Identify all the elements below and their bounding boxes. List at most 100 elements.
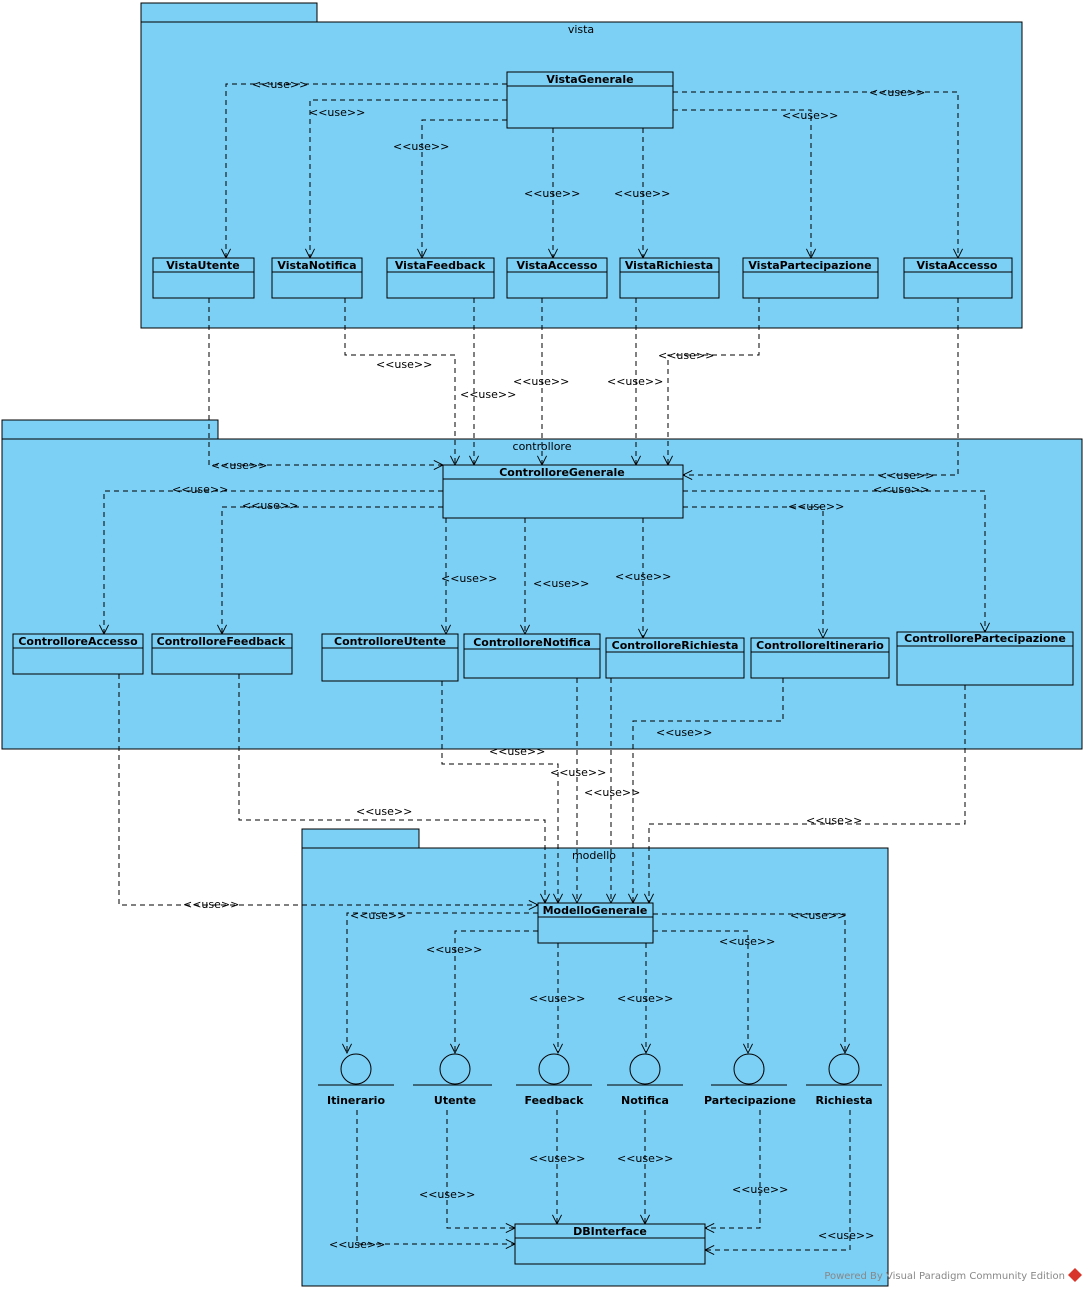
svg-text:<<use>>: <<use>> xyxy=(869,86,925,99)
svg-text:<<use>>: <<use>> xyxy=(350,909,406,922)
class-modello-generale[interactable]: ModelloGenerale xyxy=(537,902,654,944)
class-name: VistaFeedback xyxy=(395,259,486,272)
svg-text:<<use>>: <<use>> xyxy=(524,187,580,200)
svg-text:<<use>>: <<use>> xyxy=(252,78,308,91)
class-name: VistaAccesso xyxy=(517,259,598,272)
class-vista-accesso-1[interactable]: VistaAccesso xyxy=(506,257,608,299)
class-name: VistaPartecipazione xyxy=(748,259,871,272)
svg-text:<<use>>: <<use>> xyxy=(393,140,449,153)
entity-richiesta[interactable]: Richiesta xyxy=(806,1053,882,1107)
class-vista-partecipazione[interactable]: VistaPartecipazione xyxy=(742,257,879,299)
class-name: VistaUtente xyxy=(166,259,240,272)
svg-text:<<use>>: <<use>> xyxy=(489,745,545,758)
svg-text:<<use>>: <<use>> xyxy=(584,786,640,799)
class-name: ControlloreAccesso xyxy=(18,635,138,648)
svg-text:<<use>>: <<use>> xyxy=(818,1229,874,1242)
class-name: ControlloreFeedback xyxy=(157,635,286,648)
visual-paradigm-logo-icon xyxy=(1068,1268,1082,1282)
package-vista-title: vista xyxy=(568,23,594,36)
class-controllore-utente[interactable]: ControlloreUtente xyxy=(321,633,459,682)
class-db-interface[interactable]: DBInterface xyxy=(514,1223,706,1265)
svg-text:<<use>>: <<use>> xyxy=(309,106,365,119)
class-name: ControlloreRichiesta xyxy=(612,639,739,652)
svg-text:<<use>>: <<use>> xyxy=(441,572,497,585)
svg-text:<<use>>: <<use>> xyxy=(732,1183,788,1196)
entity-name: Partecipazione xyxy=(704,1094,796,1107)
svg-text:<<use>>: <<use>> xyxy=(873,483,929,496)
svg-text:<<use>>: <<use>> xyxy=(878,469,934,482)
svg-text:<<use>>: <<use>> xyxy=(617,1152,673,1165)
dependencies-controllore: <<use>> <<use>> <<use>> <<use>> <<use>> … xyxy=(104,483,985,638)
svg-text:<<use>>: <<use>> xyxy=(806,814,862,827)
class-controllore-feedback[interactable]: ControlloreFeedback xyxy=(151,633,293,675)
class-vista-feedback[interactable]: VistaFeedback xyxy=(386,257,495,299)
svg-text:<<use>>: <<use>> xyxy=(614,187,670,200)
svg-text:<<use>>: <<use>> xyxy=(513,375,569,388)
class-vista-richiesta[interactable]: VistaRichiesta xyxy=(619,257,720,299)
svg-text:<<use>>: <<use>> xyxy=(790,909,846,922)
svg-text:<<use>>: <<use>> xyxy=(529,992,585,1005)
svg-text:<<use>>: <<use>> xyxy=(419,1188,475,1201)
svg-text:<<use>>: <<use>> xyxy=(211,459,267,472)
class-controllore-itinerario[interactable]: ControlloreItinerario xyxy=(750,637,890,679)
svg-text:<<use>>: <<use>> xyxy=(719,935,775,948)
footer-watermark: Powered By Visual Paradigm Community Edi… xyxy=(824,1268,1082,1282)
svg-text:<<use>>: <<use>> xyxy=(617,992,673,1005)
class-name: ControllorePartecipazione xyxy=(904,632,1066,645)
svg-text:<<use>>: <<use>> xyxy=(607,375,663,388)
class-vista-generale[interactable]: VistaGenerale xyxy=(506,71,674,129)
svg-text:<<use>>: <<use>> xyxy=(172,483,228,496)
class-vista-accesso-2[interactable]: VistaAccesso xyxy=(903,257,1013,299)
svg-text:<<use>>: <<use>> xyxy=(460,388,516,401)
svg-text:<<use>>: <<use>> xyxy=(376,358,432,371)
package-modello[interactable]: modello xyxy=(301,828,889,1287)
svg-text:<<use>>: <<use>> xyxy=(615,570,671,583)
class-controllore-generale[interactable]: ControlloreGenerale xyxy=(442,464,684,519)
entity-name: Itinerario xyxy=(327,1094,385,1107)
dependencies-vista-controllore: <<use>> <<use>> <<use>> <<use>> <<use>> … xyxy=(208,298,959,482)
entity-feedback[interactable]: Feedback xyxy=(516,1053,592,1107)
entity-itinerario[interactable]: Itinerario xyxy=(318,1053,394,1107)
dependencies-db: <<use>> <<use>> <<use>> <<use>> <<use>> … xyxy=(329,1110,874,1251)
entity-name: Feedback xyxy=(525,1094,585,1107)
class-name: VistaAccesso xyxy=(917,259,998,272)
dependencies-controllore-modello: <<use>> <<use>> <<use>> <<use>> <<use>> … xyxy=(118,674,966,911)
svg-text:<<use>>: <<use>> xyxy=(356,805,412,818)
dependencies-modello: <<use>> <<use>> <<use>> <<use>> <<use>> … xyxy=(347,909,846,1053)
entity-name: Notifica xyxy=(621,1094,669,1107)
entity-partecipazione[interactable]: Partecipazione xyxy=(704,1053,796,1107)
class-name: DBInterface xyxy=(573,1225,647,1238)
class-controllore-partecipazione[interactable]: ControllorePartecipazione xyxy=(896,631,1074,686)
entity-name: Richiesta xyxy=(815,1094,872,1107)
svg-text:<<use>>: <<use>> xyxy=(426,943,482,956)
class-controllore-accesso[interactable]: ControlloreAccesso xyxy=(12,633,144,675)
svg-text:<<use>>: <<use>> xyxy=(529,1152,585,1165)
entity-notifica[interactable]: Notifica xyxy=(607,1053,683,1107)
class-name: VistaNotifica xyxy=(277,259,356,272)
class-controllore-notifica[interactable]: ControlloreNotifica xyxy=(463,633,601,679)
class-vista-utente[interactable]: VistaUtente xyxy=(152,257,255,299)
entity-name: Utente xyxy=(434,1094,476,1107)
class-controllore-richiesta[interactable]: ControlloreRichiesta xyxy=(605,637,745,679)
class-name: ModelloGenerale xyxy=(543,904,648,917)
svg-text:<<use>>: <<use>> xyxy=(782,109,838,122)
class-name: ControlloreUtente xyxy=(334,635,446,648)
class-name: VistaRichiesta xyxy=(625,259,713,272)
dependencies-vista: <<use>> <<use>> <<use>> <<use>> <<use>> … xyxy=(226,78,958,258)
svg-text:<<use>>: <<use>> xyxy=(550,766,606,779)
svg-text:<<use>>: <<use>> xyxy=(533,577,589,590)
class-name: VistaGenerale xyxy=(546,73,633,86)
entity-utente[interactable]: Utente xyxy=(413,1053,492,1107)
svg-text:<<use>>: <<use>> xyxy=(329,1238,385,1251)
class-name: ControlloreItinerario xyxy=(756,639,884,652)
footer-text: Powered By Visual Paradigm Community Edi… xyxy=(824,1271,1065,1282)
svg-text:<<use>>: <<use>> xyxy=(242,499,298,512)
class-name: ControlloreGenerale xyxy=(499,466,625,479)
svg-text:<<use>>: <<use>> xyxy=(656,726,712,739)
svg-text:<<use>>: <<use>> xyxy=(788,500,844,513)
class-vista-notifica[interactable]: VistaNotifica xyxy=(271,257,363,299)
class-name: ControlloreNotifica xyxy=(473,636,591,649)
package-modello-title: modello xyxy=(572,849,616,862)
svg-text:<<use>>: <<use>> xyxy=(183,898,239,911)
